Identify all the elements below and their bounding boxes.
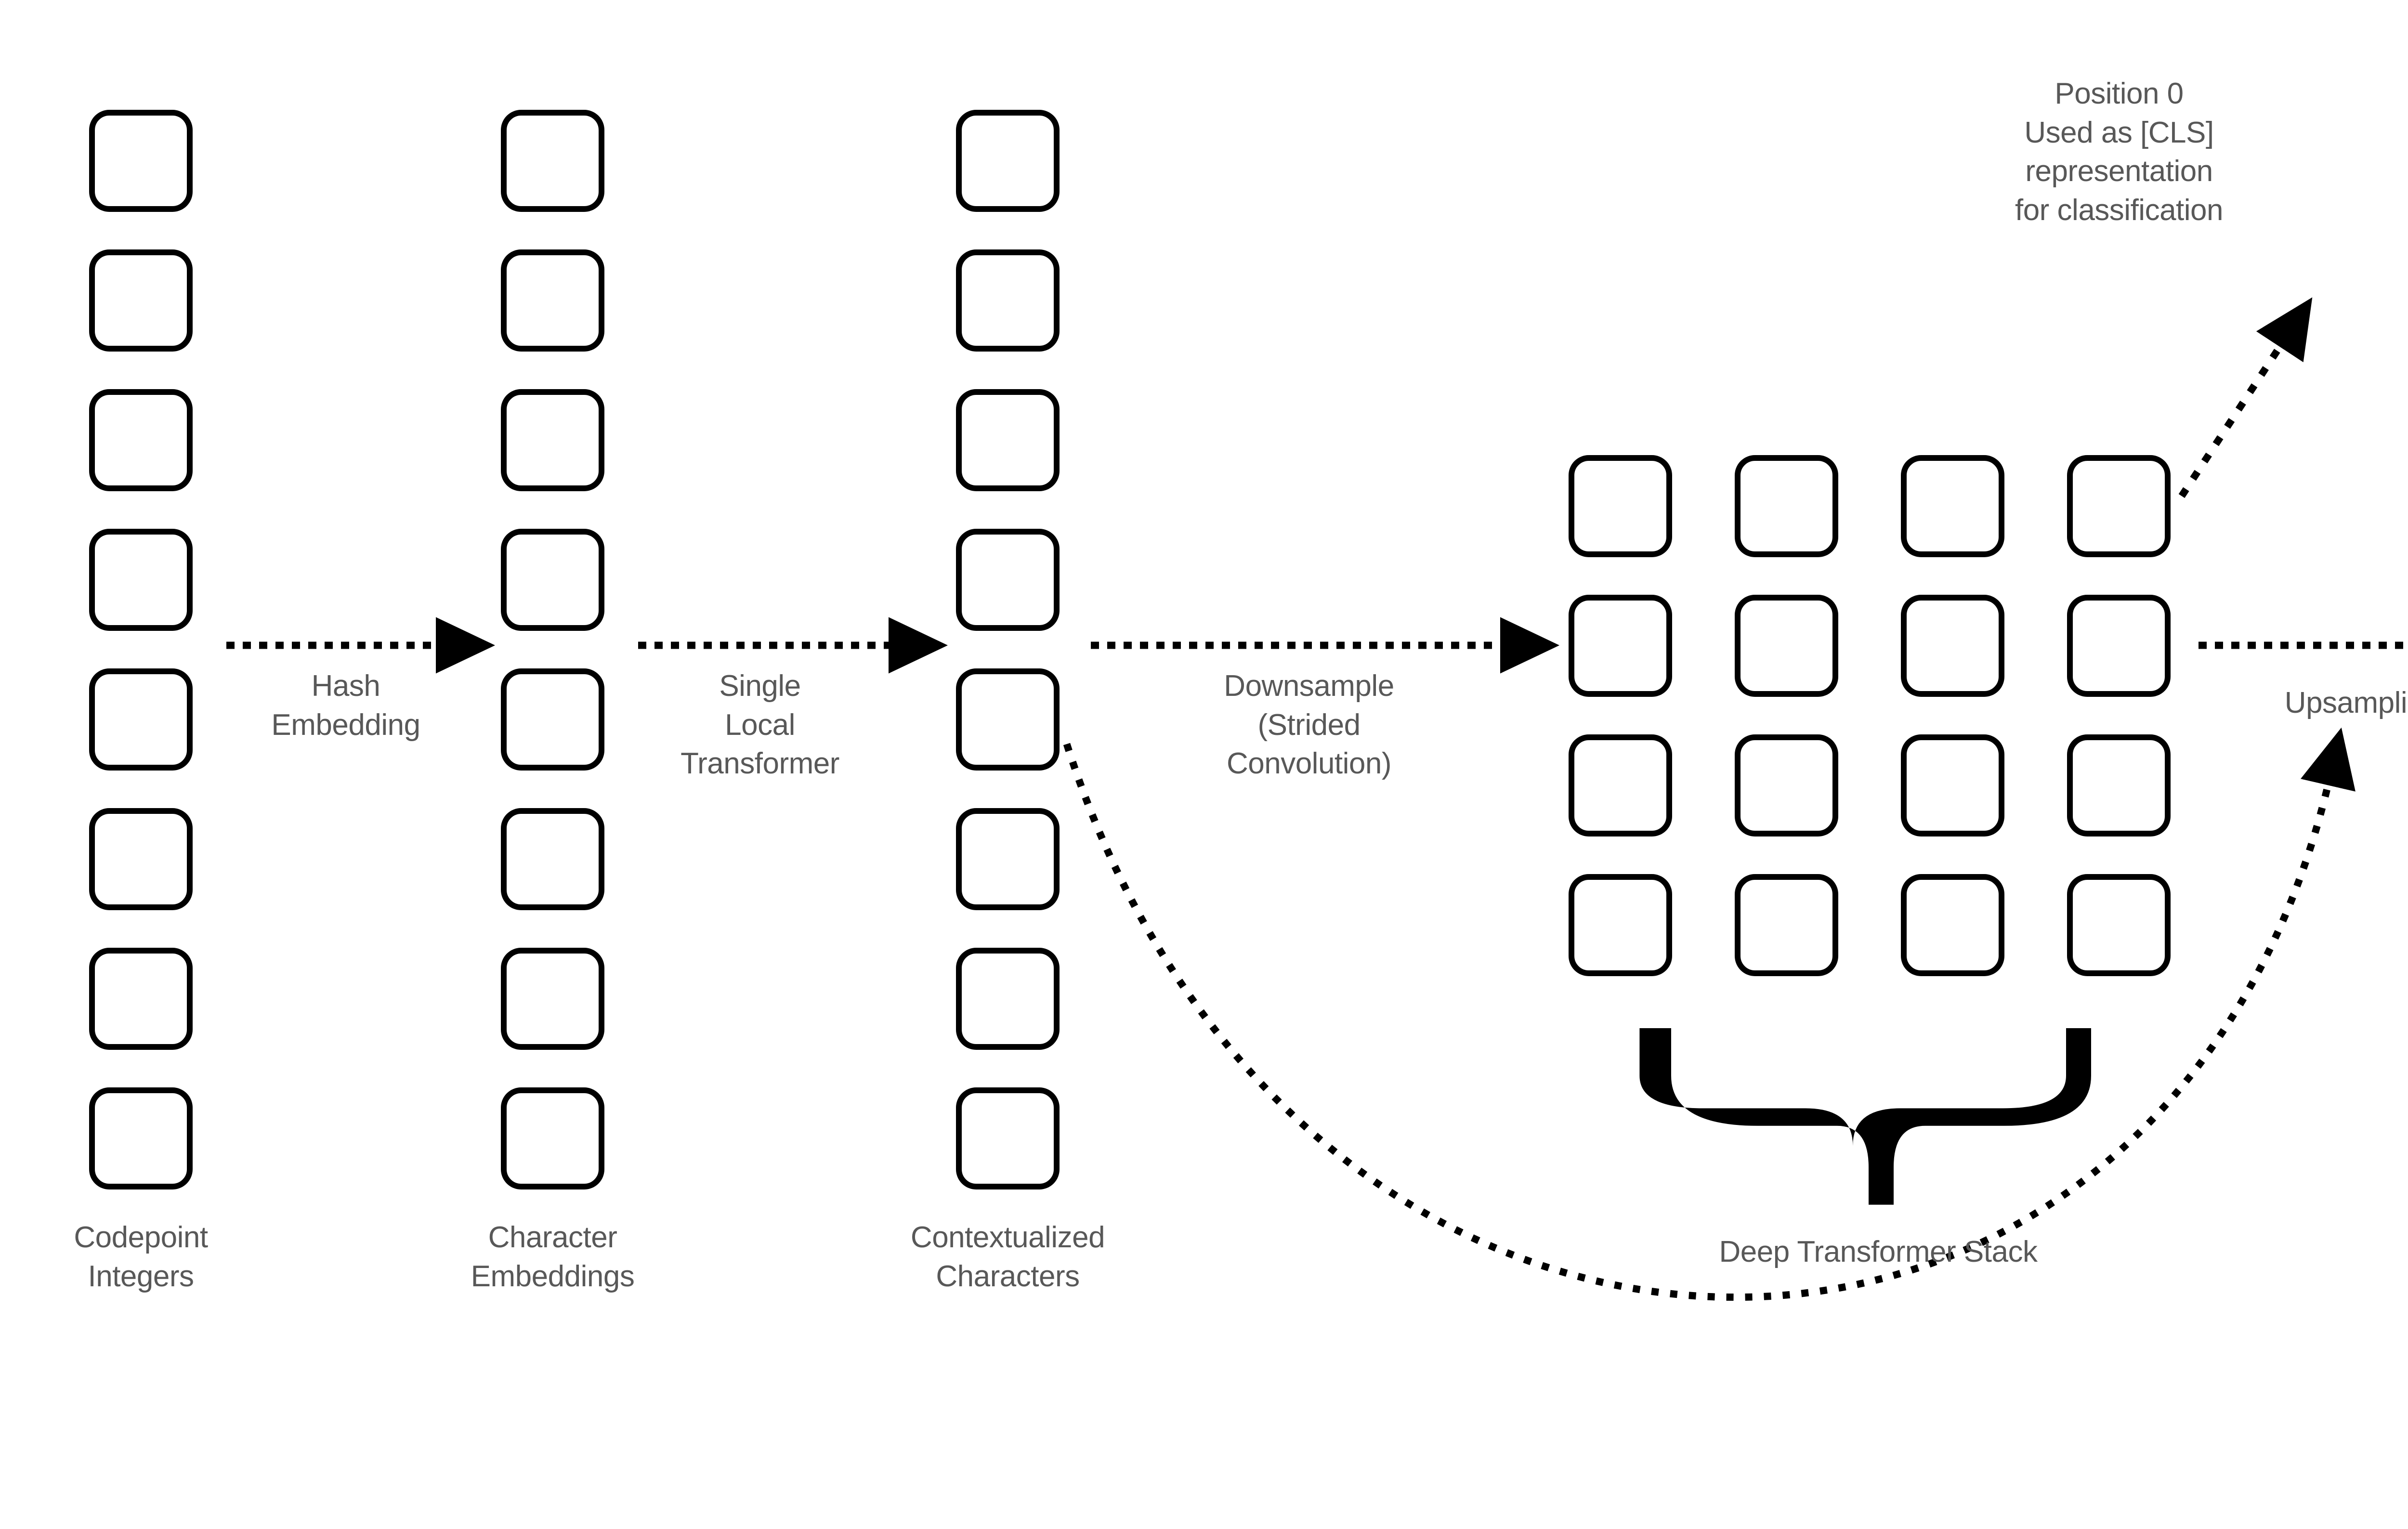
label-line: Contextualized bbox=[910, 1221, 1105, 1254]
label-line: Deep Transformer Stack bbox=[1719, 1235, 2038, 1268]
cell bbox=[1569, 455, 1672, 557]
cell bbox=[956, 668, 1060, 771]
cell bbox=[89, 808, 193, 910]
cell bbox=[89, 668, 193, 771]
cell bbox=[89, 110, 193, 212]
cell bbox=[956, 1087, 1060, 1189]
cell bbox=[1901, 734, 2004, 836]
cell bbox=[501, 948, 604, 1050]
cell bbox=[956, 948, 1060, 1050]
cell bbox=[956, 808, 1060, 910]
label-line: Embedding bbox=[271, 708, 420, 742]
cell bbox=[89, 948, 193, 1050]
cell bbox=[956, 529, 1060, 631]
label-line: Local bbox=[725, 708, 795, 742]
cell bbox=[956, 249, 1060, 352]
arrow-label-upsampling: Upsampling bbox=[2025, 684, 2408, 723]
label-line: Hash bbox=[311, 669, 380, 703]
deep-transformer-stack-label: Deep Transformer Stack bbox=[1541, 1233, 2215, 1272]
cell bbox=[1735, 455, 1838, 557]
cell bbox=[1569, 734, 1672, 836]
cell bbox=[2067, 455, 2171, 557]
label-line: Codepoint bbox=[74, 1221, 208, 1254]
cell bbox=[501, 110, 604, 212]
cell bbox=[501, 249, 604, 352]
cell bbox=[501, 389, 604, 491]
cell bbox=[2067, 595, 2171, 697]
cell bbox=[1735, 734, 1838, 836]
label-line: Representations bbox=[2282, 1257, 2408, 1296]
label-line: Downsample bbox=[1224, 669, 1394, 703]
annotation-label-position-0-cls: Position 0 Used as [CLS] representation for… bbox=[1782, 75, 2408, 230]
cell bbox=[89, 1087, 193, 1189]
label-line: Character bbox=[488, 1221, 617, 1254]
label-line: Concatenated bbox=[2282, 1218, 2408, 1257]
cell bbox=[1735, 595, 1838, 697]
cell bbox=[2067, 734, 2171, 836]
curly-brace-icon bbox=[1639, 1028, 2091, 1205]
cell bbox=[1569, 874, 1672, 976]
cell bbox=[89, 249, 193, 352]
cell bbox=[1901, 455, 2004, 557]
label-line: Integers bbox=[88, 1259, 194, 1293]
label-line: for classification bbox=[2015, 193, 2224, 227]
cell bbox=[1569, 595, 1672, 697]
cell bbox=[1735, 874, 1838, 976]
cell bbox=[501, 529, 604, 631]
label-line: (Strided bbox=[1257, 708, 1361, 742]
label-line: Upsampling bbox=[2284, 686, 2408, 719]
arrow-position-0-cls bbox=[2178, 297, 2313, 498]
label-line: representation bbox=[2025, 155, 2213, 188]
cell bbox=[956, 389, 1060, 491]
cell bbox=[1901, 595, 2004, 697]
label-line: Transformer bbox=[681, 747, 839, 781]
label-line: Position 0 bbox=[2055, 77, 2184, 110]
label-line: Characters bbox=[936, 1259, 1080, 1293]
label-line: Convolution) bbox=[1226, 747, 1392, 781]
label-line: Embeddings bbox=[471, 1259, 635, 1293]
cell bbox=[89, 389, 193, 491]
label-line: Used as [CLS] bbox=[2024, 116, 2214, 149]
label-line: Single bbox=[719, 669, 801, 703]
column-label-concatenated-representations: ConcatenatedRepresentations bbox=[2282, 1218, 2408, 1296]
cell bbox=[1901, 874, 2004, 976]
cell bbox=[501, 808, 604, 910]
cell bbox=[956, 110, 1060, 212]
cell bbox=[501, 1087, 604, 1189]
cell bbox=[501, 668, 604, 771]
cell bbox=[89, 529, 193, 631]
cell bbox=[2067, 874, 2171, 976]
